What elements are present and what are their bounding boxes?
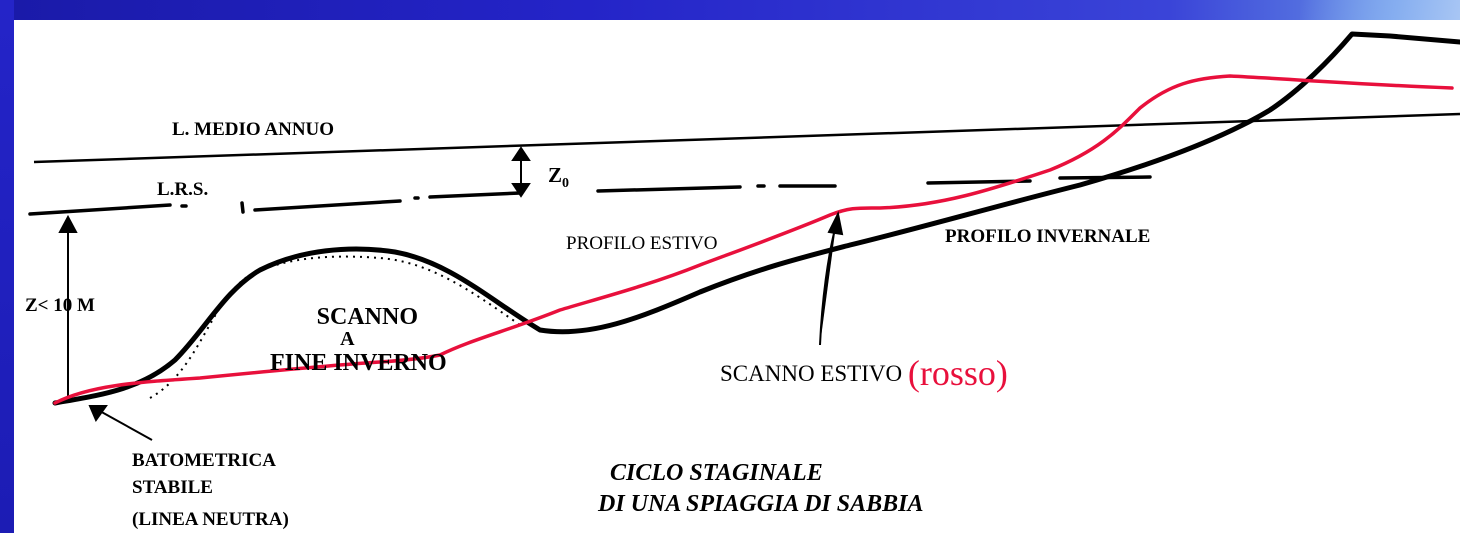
z0-arrow — [511, 146, 531, 198]
winter-bar-label-line3: FINE INVERNO — [270, 350, 447, 376]
batometrica-arrow — [88, 405, 153, 441]
z0-subscript: 0 — [562, 176, 570, 192]
summer-bar-label: SCANNO ESTIVO (rosso) — [720, 355, 1008, 391]
diagram-caption-line2: DI UNA SPIAGGIA DI SABBIA — [598, 491, 924, 518]
mean-annual-level-label: L. MEDIO ANNUO — [172, 119, 335, 140]
neutral-line-label: BATOMETRICA STABILE (LINEA NEUTRA) — [132, 448, 289, 534]
summer-bar-label-text: SCANNO ESTIVO — [720, 361, 903, 386]
diagram-caption: CICLO STAGINALE DI UNA SPIAGGIA DI SABBI… — [598, 458, 923, 520]
mean-level-line — [33, 112, 1460, 164]
winter-profile-label: PROFILO INVERNALE — [945, 226, 1151, 247]
slide-frame-corner — [1300, 0, 1460, 20]
z0-base: Z — [548, 163, 563, 187]
slide-frame-left — [0, 0, 14, 533]
diagram-caption-line1: CICLO STAGINALE — [610, 460, 823, 486]
summer-profile-line — [53, 74, 1454, 405]
winter-profile-line — [52, 31, 1460, 406]
summer-profile-label: PROFILO ESTIVO — [566, 233, 718, 254]
slide-frame-top — [0, 0, 1460, 20]
winter-bar-stipple — [149, 255, 521, 399]
neutral-line-label-line2: STABILE — [132, 476, 213, 498]
neutral-line-label-line1: BATOMETRICA — [132, 450, 276, 471]
neutral-line-label-line3: (LINEA NEUTRA) — [132, 509, 289, 531]
winter-bar-label: SCANNO A FINE INVERNO — [270, 305, 447, 375]
rosso-label: (rosso) — [907, 353, 1008, 393]
depth-arrow — [58, 214, 78, 400]
depth-label: Z< 10 M — [25, 295, 95, 316]
scanno-estivo-arrow — [819, 210, 844, 346]
winter-bar-label-line2: A — [340, 328, 355, 350]
lrs-label: L.R.S. — [157, 179, 209, 200]
z0-label: Z0 — [548, 165, 569, 191]
winter-bar-label-line1: SCANNO — [316, 304, 419, 330]
